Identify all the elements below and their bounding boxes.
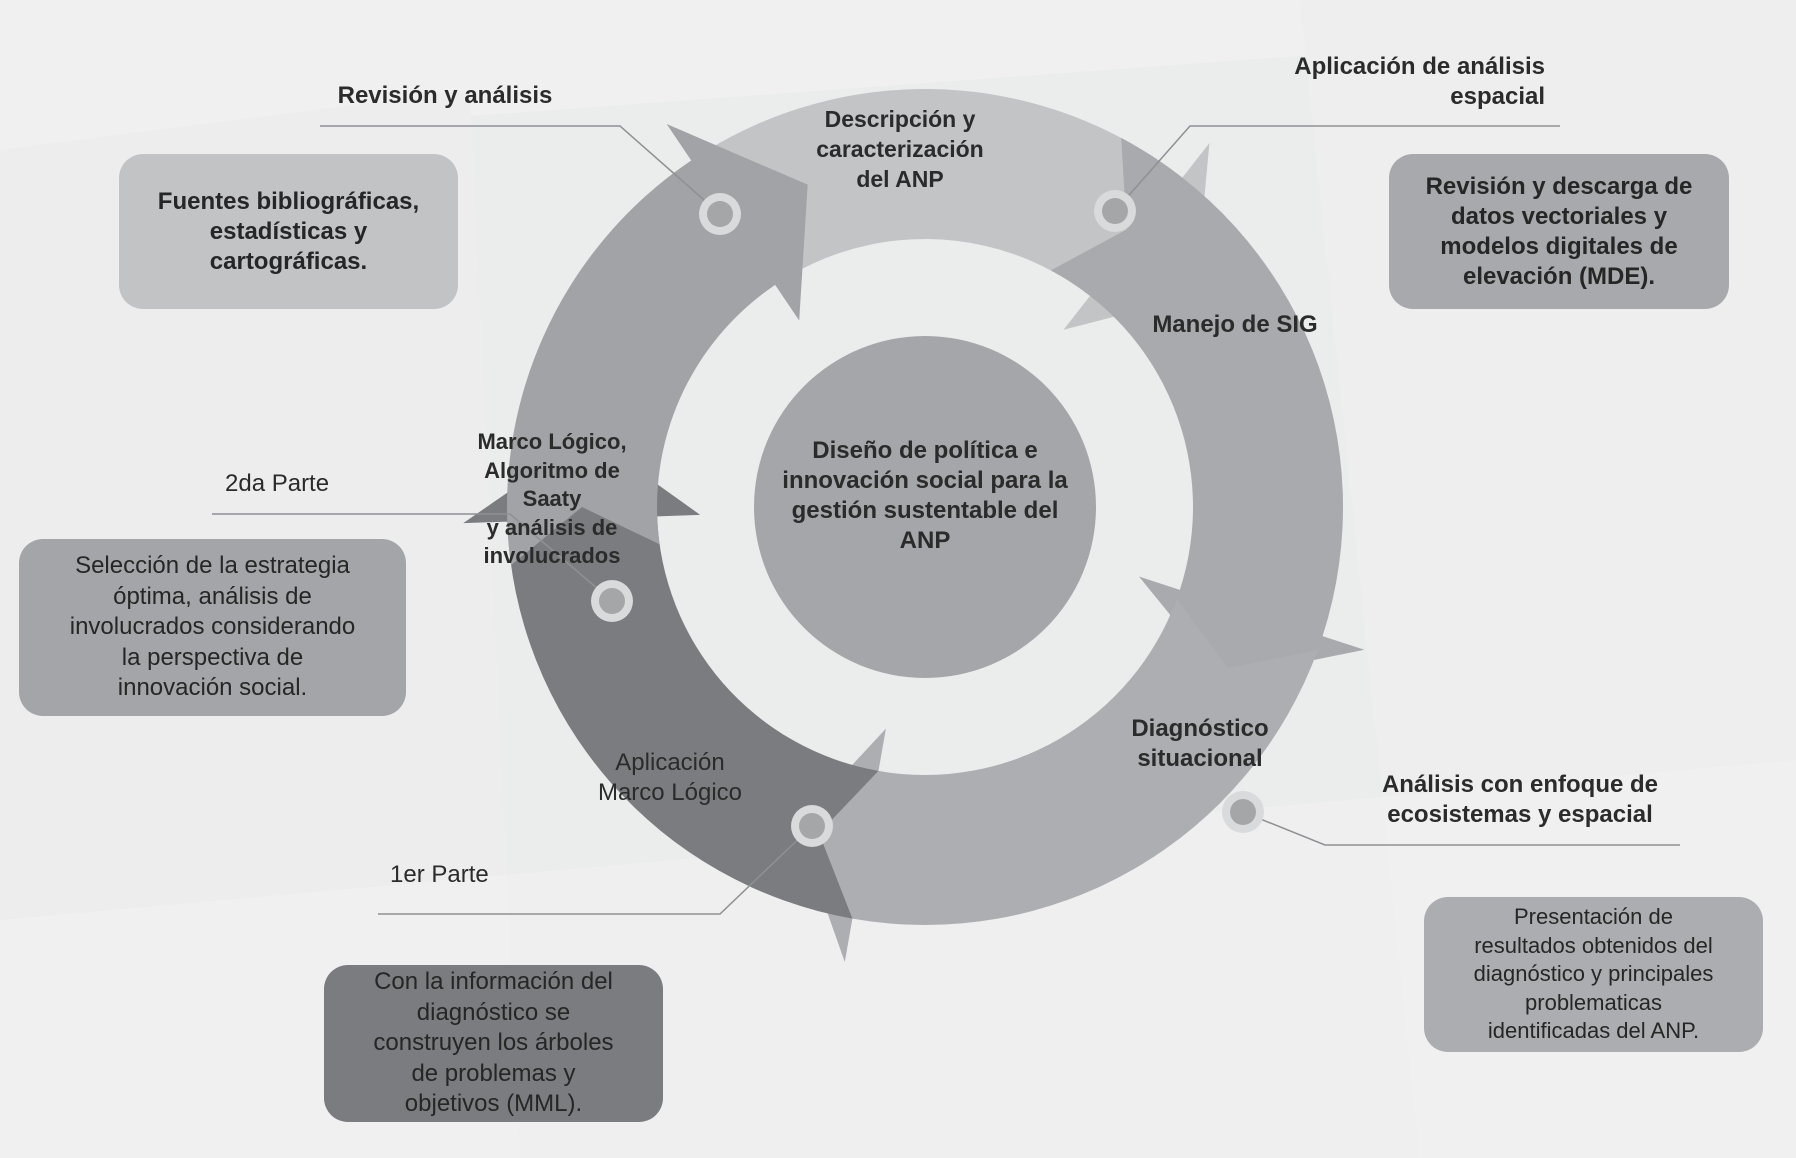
cycle-arrow-sig: [1050, 137, 1365, 679]
callout-heading-primera: 1er Parte: [390, 861, 489, 888]
arrow-label-aplicacion-mml: Aplicación Marco Lógico: [597, 749, 743, 806]
callout-box-segunda: Selección de la estrategia óptima, análi…: [19, 539, 406, 716]
connector-primera: [378, 825, 813, 915]
cycle-arrow-aplicacion-mml: [463, 435, 879, 919]
marker-dot-revision: [707, 201, 733, 227]
cycle-arrow-marco-saaty: [506, 123, 808, 566]
connector-segunda: [212, 513, 613, 602]
arrow-label-sig: Manejo de SIG: [1152, 311, 1318, 338]
connector-ecosistemas: [1242, 811, 1680, 846]
marker-dot-espacial: [1102, 198, 1128, 224]
cycle-arrow-diagnostico: [796, 598, 1318, 962]
callout-box-espacial: Revisión y descarga de datos vectoriales…: [1389, 154, 1729, 309]
callout-box-ecosistemas: Presentación de resultados obtenidos del…: [1424, 897, 1763, 1052]
callout-heading-espacial: Aplicación de análisis espacial: [1294, 53, 1545, 110]
callout-box-revision: Fuentes bibliográficas, estadísticas y c…: [119, 154, 458, 309]
callout-heading-ecosistemas: Análisis con enfoque de ecosistemas y es…: [1381, 771, 1659, 828]
connector-espacial: [1114, 125, 1560, 212]
arrow-label-descripcion: Descripción y caracterización del ANP: [816, 106, 984, 192]
center-circle: [754, 336, 1096, 678]
center-text: Diseño de política e innovación social p…: [782, 437, 1068, 554]
callout-heading-revision: Revisión y análisis: [337, 82, 553, 109]
arrow-label-diagnostico: Diagnóstico situacional: [1131, 715, 1269, 772]
marker-dot-ecosistemas: [1230, 799, 1256, 825]
arrow-label-marco-saaty: Marco Lógico, Algoritmo de Saaty y análi…: [477, 429, 627, 568]
marker-dot-primera: [799, 813, 825, 839]
connector-revision: [320, 125, 721, 215]
callout-heading-segunda: 2da Parte: [225, 470, 330, 497]
callout-box-primera: Con la información del diagnóstico se co…: [324, 965, 663, 1122]
marker-dot-segunda: [599, 588, 625, 614]
